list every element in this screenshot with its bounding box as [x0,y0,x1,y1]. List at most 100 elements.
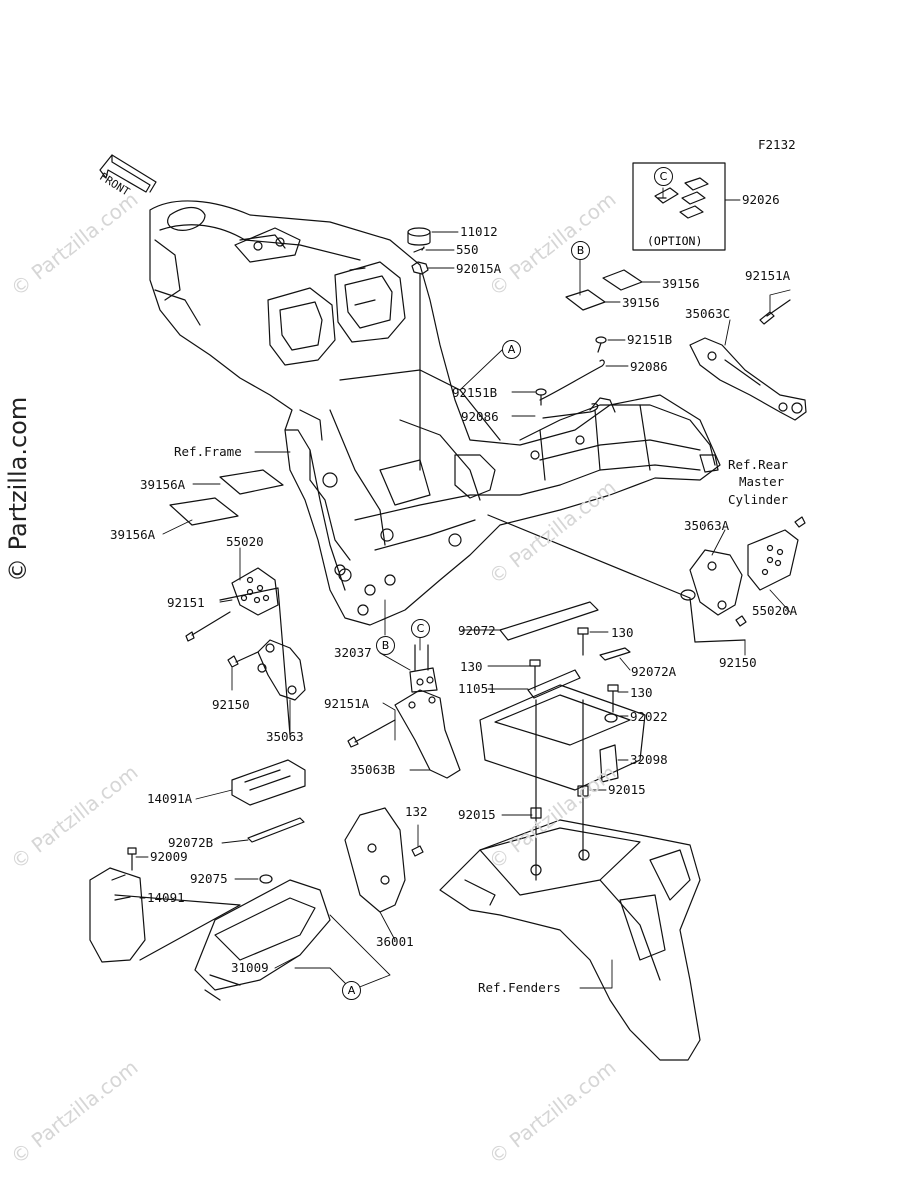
part-label: 55020 [226,534,264,549]
bolt-92151A-top [759,299,791,325]
main-frame [149,200,721,626]
peg-55020 [231,567,279,616]
bolt-92151B-upper [595,336,607,353]
bolt-130-c [607,684,619,713]
part-label: 92151A [745,268,791,283]
part-label: 14091 [147,890,185,905]
option-label: (OPTION) [647,234,703,248]
part-label: 92072B [168,835,214,850]
bolt-92151B-lower [535,388,547,406]
strap-92072A [599,647,631,661]
ref-circle-c: C [411,619,430,638]
ref-circle-b: B [376,636,395,655]
bracket-35063C [689,337,807,421]
bolt-92150-left [227,651,259,668]
part-label: 92151 [167,595,205,610]
part-label: 35063A [684,518,730,533]
bolt-130-a [577,627,589,656]
bracket-35063A [680,549,743,616]
nut-92022 [604,713,618,723]
part-label: 36001 [376,934,414,949]
part-label: 92015A [456,261,502,276]
ref-circle-b: B [571,241,590,260]
bolt-130-b [529,659,541,691]
part-label: 55020A [752,603,798,618]
part-label: 39156 [662,276,700,291]
bracket-35063 [257,639,306,701]
cover-14091 [89,867,146,963]
nut-92015A [411,261,429,275]
bracket-11051 [527,669,581,699]
side-watermark: © Partzilla.com [4,396,32,582]
part-label: 92022 [630,709,668,724]
figure-code: F2132 [758,137,796,152]
stud-32037 [409,644,438,693]
ref-rear-master-cylinder-label: Master [739,474,785,489]
part-label: 130 [630,685,653,700]
strap-92072 [499,601,599,641]
case-31009 [194,879,331,1001]
bracket-35063B [394,689,461,779]
peg-55020A [747,529,799,591]
part-label: 92075 [190,871,228,886]
bolt-132 [411,845,424,857]
part-label: 92151B [627,332,673,347]
part-label: 11051 [458,681,496,696]
part-label: 32037 [334,645,372,660]
ref-fenders-label: Ref.Fenders [478,980,561,995]
part-label: 92151A [324,696,370,711]
pad-39156A-upper [219,469,284,495]
part-label: 39156A [110,527,156,542]
pin-550 [413,246,425,253]
bracket-36001 [344,807,406,913]
bolt-92151 [185,611,231,642]
bolt-92151A-rear [794,516,806,528]
part-label: 11012 [460,224,498,239]
part-label: 35063C [685,306,731,321]
part-label: 92086 [630,359,668,374]
grommet-92075 [259,874,273,884]
ref-circle-c: C [654,167,673,186]
part-label: 130 [611,625,634,640]
part-label: 35063 [266,729,304,744]
part-label: 92009 [150,849,188,864]
part-label: 92072 [458,623,496,638]
part-label: 92015 [608,782,646,797]
pad-39156A-lower [169,497,239,526]
tray-32098 [479,684,646,791]
ref-frame-label: Ref.Frame [174,444,242,459]
ref-circle-a: A [342,981,361,1000]
wire-92086-upper [539,359,605,401]
part-label: 92026 [742,192,780,207]
ref-rear-master-cylinder-label: Ref.Rear [728,457,789,472]
option-box [632,162,726,251]
part-label: 32098 [630,752,668,767]
part-label: 14091A [147,791,193,806]
part-label: 92086 [461,409,499,424]
cover-14091A [231,759,306,806]
part-label: 39156 [622,295,660,310]
pad-39156-lower [565,289,606,311]
front-arrow [99,154,157,193]
leader-lines [135,187,791,991]
part-label: 92150 [719,655,757,670]
strap-92072B [247,817,305,843]
cap-11012 [407,227,431,246]
nut-92015-a [577,785,589,797]
ref-rear-master-cylinder-label: Cylinder [728,492,789,507]
part-label: 39156A [140,477,186,492]
part-label: 35063B [350,762,396,777]
part-label: 31009 [231,960,269,975]
wire-92086-lower [542,403,599,419]
ref-circle-a: A [502,340,521,359]
part-label: 132 [405,804,428,819]
part-label: 92150 [212,697,250,712]
bolt-92151A-mid [347,719,396,748]
rear-fender [439,819,701,1061]
part-label: 550 [456,242,479,257]
part-label: 92151B [452,385,498,400]
bolt-92009 [127,847,137,871]
bolt-92150-right [735,615,747,627]
part-label: 92072A [631,664,677,679]
